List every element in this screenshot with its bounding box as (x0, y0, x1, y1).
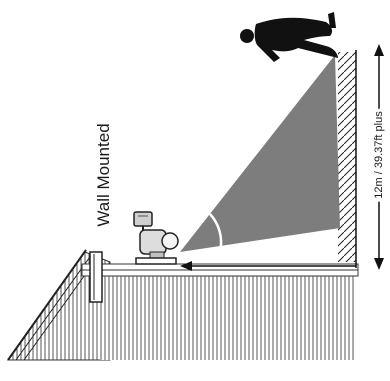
far-wall (338, 50, 357, 268)
walking-person-icon (240, 12, 338, 62)
mount-label: Wall Mounted (94, 123, 113, 227)
range-label: 12m / 39.37ft plus (373, 108, 385, 202)
motion-sensor-icon (161, 232, 179, 250)
distance-arrow (180, 261, 356, 271)
wall-bracket (89, 251, 103, 303)
building (7, 249, 359, 361)
flood-light-icon (133, 211, 153, 227)
detection-angle-arc (209, 213, 223, 253)
detection-beam (180, 55, 340, 252)
wall-panel (100, 276, 356, 360)
motion-sensor-light (133, 211, 179, 265)
